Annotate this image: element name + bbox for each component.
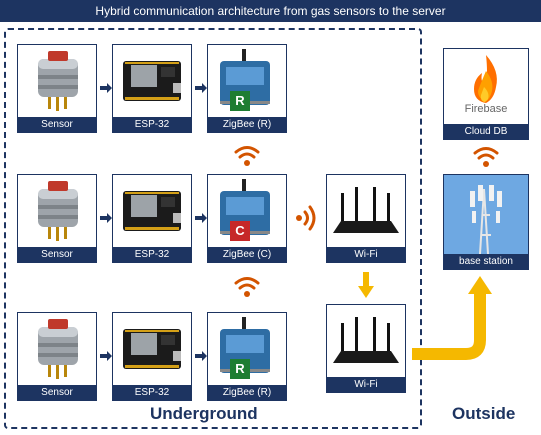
esp32-board-icon xyxy=(113,175,191,247)
zigbee-card-3: R ZigBee (R) xyxy=(207,312,287,401)
arrow-right-icon xyxy=(100,83,112,93)
wireless-signal-icon xyxy=(233,274,261,300)
wireless-signal-icon xyxy=(472,144,500,170)
arrow-up-icon xyxy=(408,270,498,370)
esp32-label: ESP-32 xyxy=(113,385,191,400)
underground-label: Underground xyxy=(150,404,258,424)
cloud-db-label: Cloud DB xyxy=(444,124,528,139)
arrow-right-icon xyxy=(100,351,112,361)
sensor-card-3: Sensor xyxy=(17,312,97,401)
arrow-right-icon xyxy=(195,351,207,361)
esp32-card-3: ESP-32 xyxy=(112,312,192,401)
gas-sensor-icon xyxy=(18,313,96,385)
sensor-card-1: Sensor xyxy=(17,44,97,133)
sensor-card-2: Sensor xyxy=(17,174,97,263)
zigbee-card-1: R ZigBee (R) xyxy=(207,44,287,133)
arrow-right-icon xyxy=(195,213,207,223)
esp32-card-2: ESP-32 xyxy=(112,174,192,263)
wifi-label: Wi-Fi xyxy=(327,247,405,262)
wifi-label: Wi-Fi xyxy=(327,377,405,392)
esp32-label: ESP-32 xyxy=(113,247,191,262)
base-station-label: base station xyxy=(444,254,528,269)
gas-sensor-icon xyxy=(18,45,96,117)
wifi-router-icon xyxy=(327,305,405,377)
esp32-card-1: ESP-32 xyxy=(112,44,192,133)
coordinator-badge: C xyxy=(230,221,250,241)
cell-tower-icon xyxy=(444,175,528,254)
zigbee-label: ZigBee (C) xyxy=(208,247,286,262)
esp32-board-icon xyxy=(113,45,191,117)
router-badge: R xyxy=(230,91,250,111)
arrow-right-icon xyxy=(195,83,207,93)
wireless-signal-icon xyxy=(233,143,261,169)
sensor-label: Sensor xyxy=(18,117,96,132)
router-badge: R xyxy=(230,359,250,379)
sensor-label: Sensor xyxy=(18,247,96,262)
diagram-title: Hybrid communication architecture from g… xyxy=(0,0,541,22)
esp32-label: ESP-32 xyxy=(113,117,191,132)
wifi-router-icon xyxy=(327,175,405,247)
arrow-down-icon xyxy=(358,272,374,298)
wifi-card-2: Wi-Fi xyxy=(326,304,406,393)
firebase-logo-text: Firebase xyxy=(444,103,528,115)
wifi-card-1: Wi-Fi xyxy=(326,174,406,263)
outside-label: Outside xyxy=(452,404,515,424)
zigbee-label: ZigBee (R) xyxy=(208,117,286,132)
esp32-board-icon xyxy=(113,313,191,385)
zigbee-card-2: C ZigBee (C) xyxy=(207,174,287,263)
zigbee-label: ZigBee (R) xyxy=(208,385,286,400)
base-station-card: base station xyxy=(443,174,529,270)
wireless-signal-icon xyxy=(293,204,319,232)
arrow-right-icon xyxy=(100,213,112,223)
gas-sensor-icon xyxy=(18,175,96,247)
firebase-flame-icon: Firebase xyxy=(444,49,528,124)
sensor-label: Sensor xyxy=(18,385,96,400)
cloud-db-card: Firebase Cloud DB xyxy=(443,48,529,140)
